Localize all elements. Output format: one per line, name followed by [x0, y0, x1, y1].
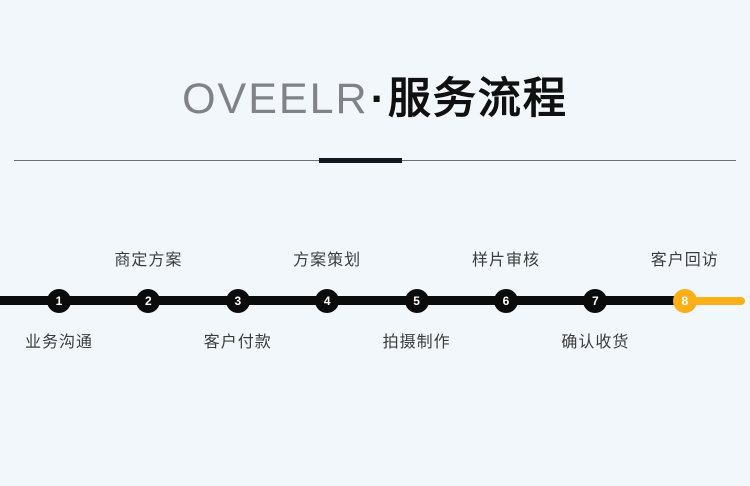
timeline-label-7: 确认收货 [561, 332, 630, 351]
timeline-label-3: 客户付款 [203, 332, 272, 351]
timeline-node-5[interactable]: 5 [404, 289, 429, 313]
brand-name: OVEELR [182, 75, 369, 123]
page-title: OVEELR·服务流程 [0, 78, 750, 121]
title-separator-dot: · [370, 75, 386, 123]
timeline-node-2[interactable]: 2 [136, 289, 161, 313]
timeline-label-4: 方案策划 [293, 250, 362, 269]
timeline-rail [0, 296, 686, 305]
timeline-node-8[interactable]: 8 [672, 289, 697, 313]
timeline-node-3[interactable]: 3 [225, 289, 250, 313]
timeline-rail-active [674, 297, 745, 305]
timeline-node-6[interactable]: 6 [494, 289, 518, 313]
timeline-node-1[interactable]: 1 [47, 289, 71, 313]
timeline-label-8: 客户回访 [650, 250, 719, 269]
timeline-label-2: 商定方案 [114, 250, 183, 269]
page-title-text: OVEELR·服务流程 [182, 75, 568, 123]
service-flow-timeline: 1 业务沟通 2 商定方案 3 客户付款 4 方案策划 5 拍摄制作 6 样片审核 7 确认收货 8 客户回访 [0, 230, 750, 370]
divider-accent-bar [319, 158, 402, 163]
timeline-label-6: 样片审核 [471, 250, 540, 269]
title-chinese: 服务流程 [387, 74, 568, 124]
title-divider [14, 158, 736, 164]
timeline-node-7[interactable]: 7 [583, 289, 608, 313]
timeline-node-4[interactable]: 4 [315, 289, 340, 313]
timeline-label-1: 业务沟通 [24, 332, 93, 351]
timeline-label-5: 拍摄制作 [382, 332, 451, 351]
